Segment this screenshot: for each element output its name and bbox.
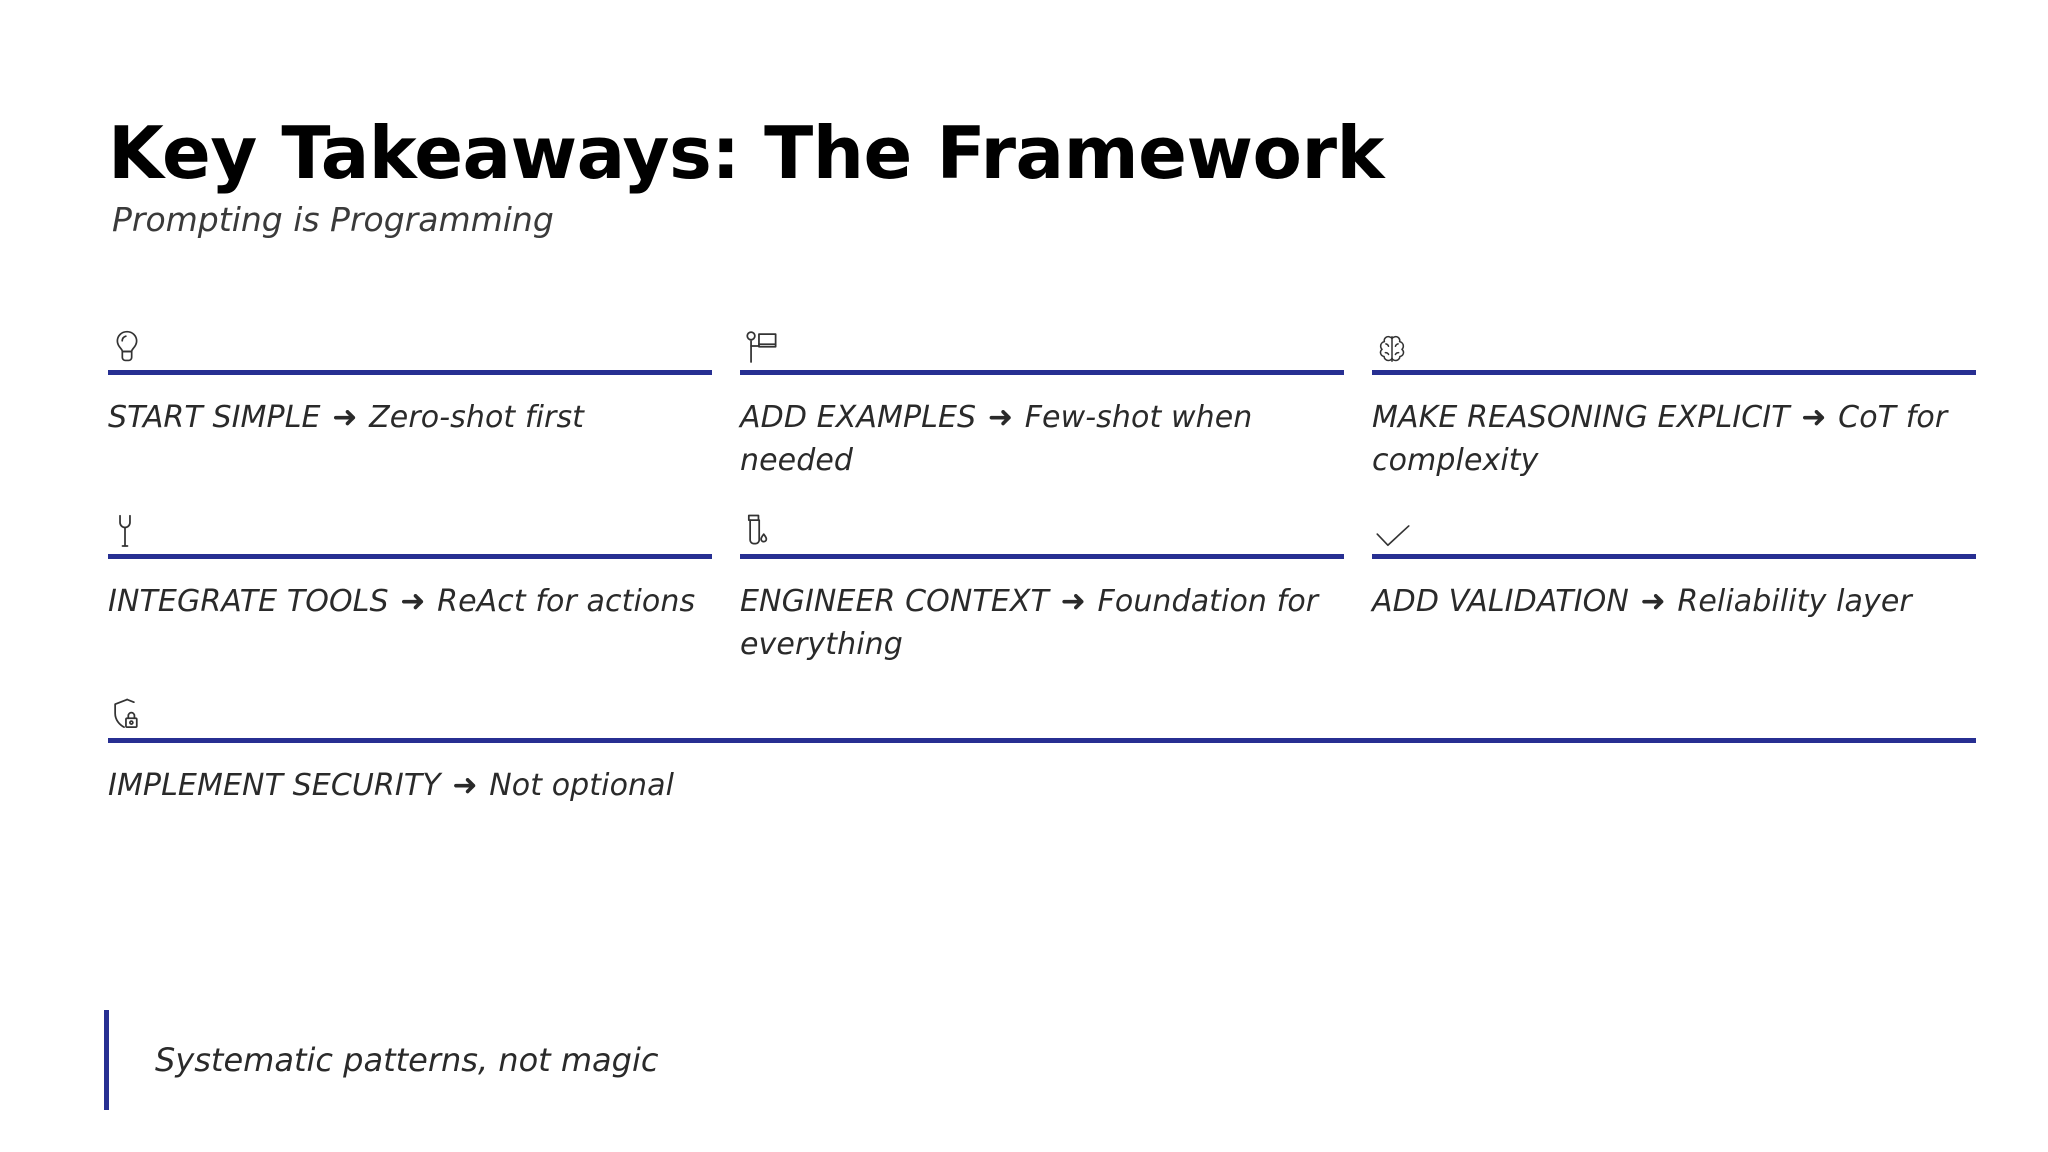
checkmark-icon bbox=[1372, 504, 1976, 550]
page-title: Key Takeaways: The Framework bbox=[108, 111, 1384, 196]
wrench-icon bbox=[108, 504, 712, 550]
callout-text: Systematic patterns, not magic bbox=[155, 1041, 659, 1079]
arrow-icon: ➜ bbox=[400, 584, 426, 620]
takeaway-text: IMPLEMENT SECURITY ➜ Not optional bbox=[108, 768, 675, 804]
takeaway-text: START SIMPLE ➜ Zero-shot first bbox=[108, 400, 585, 435]
takeaways-grid: START SIMPLE ➜ Zero-shot first ADD EXAMP… bbox=[108, 320, 1976, 830]
card-accent-rule bbox=[108, 370, 712, 375]
page-subtitle: Prompting is Programming bbox=[112, 200, 554, 239]
takeaway-text: ADD EXAMPLES ➜ Few-shot when needed bbox=[740, 400, 1253, 478]
takeaway-card-engineer-context: ENGINEER CONTEXT ➜ Foundation for everyt… bbox=[740, 504, 1344, 666]
arrow-icon: ➜ bbox=[452, 768, 478, 804]
card-accent-rule bbox=[108, 738, 1976, 744]
brain-icon bbox=[1372, 320, 1976, 366]
takeaway-text: ENGINEER CONTEXT ➜ Foundation for everyt… bbox=[740, 584, 1319, 662]
presenter-board-icon bbox=[740, 320, 1344, 366]
takeaway-text: ADD VALIDATION ➜ Reliability layer bbox=[1372, 584, 1912, 620]
card-accent-rule bbox=[1372, 554, 1976, 560]
test-tube-icon bbox=[740, 504, 1344, 550]
arrow-icon: ➜ bbox=[332, 400, 358, 435]
takeaway-card-make-reasoning-explicit: MAKE REASONING EXPLICIT ➜ CoT for comple… bbox=[1372, 320, 1976, 482]
takeaway-card-implement-security: IMPLEMENT SECURITY ➜ Not optional bbox=[108, 688, 1976, 808]
closing-callout: Systematic patterns, not magic bbox=[104, 1010, 658, 1110]
arrow-icon: ➜ bbox=[1640, 584, 1666, 620]
card-accent-rule bbox=[740, 370, 1344, 375]
takeaways-row-3: IMPLEMENT SECURITY ➜ Not optional bbox=[108, 688, 1976, 808]
takeaway-card-add-validation: ADD VALIDATION ➜ Reliability layer bbox=[1372, 504, 1976, 666]
arrow-icon: ➜ bbox=[1801, 400, 1827, 435]
card-accent-rule bbox=[108, 554, 712, 560]
takeaway-card-add-examples: ADD EXAMPLES ➜ Few-shot when needed bbox=[740, 320, 1344, 482]
card-accent-rule bbox=[740, 554, 1344, 560]
takeaway-card-integrate-tools: INTEGRATE TOOLS ➜ ReAct for actions bbox=[108, 504, 712, 666]
card-accent-rule bbox=[1372, 370, 1976, 375]
takeaways-row-2: INTEGRATE TOOLS ➜ ReAct for actions ENGI… bbox=[108, 504, 1976, 666]
takeaway-card-start-simple: START SIMPLE ➜ Zero-shot first bbox=[108, 320, 712, 482]
shield-lock-icon bbox=[108, 688, 1976, 734]
takeaway-text: INTEGRATE TOOLS ➜ ReAct for actions bbox=[108, 584, 696, 620]
arrow-icon: ➜ bbox=[1060, 584, 1086, 620]
arrow-icon: ➜ bbox=[987, 400, 1014, 435]
takeaway-text: MAKE REASONING EXPLICIT ➜ CoT for comple… bbox=[1372, 400, 1948, 478]
takeaways-row-1: START SIMPLE ➜ Zero-shot first ADD EXAMP… bbox=[108, 320, 1976, 482]
lightbulb-icon bbox=[108, 320, 712, 366]
callout-accent-bar bbox=[104, 1010, 109, 1110]
